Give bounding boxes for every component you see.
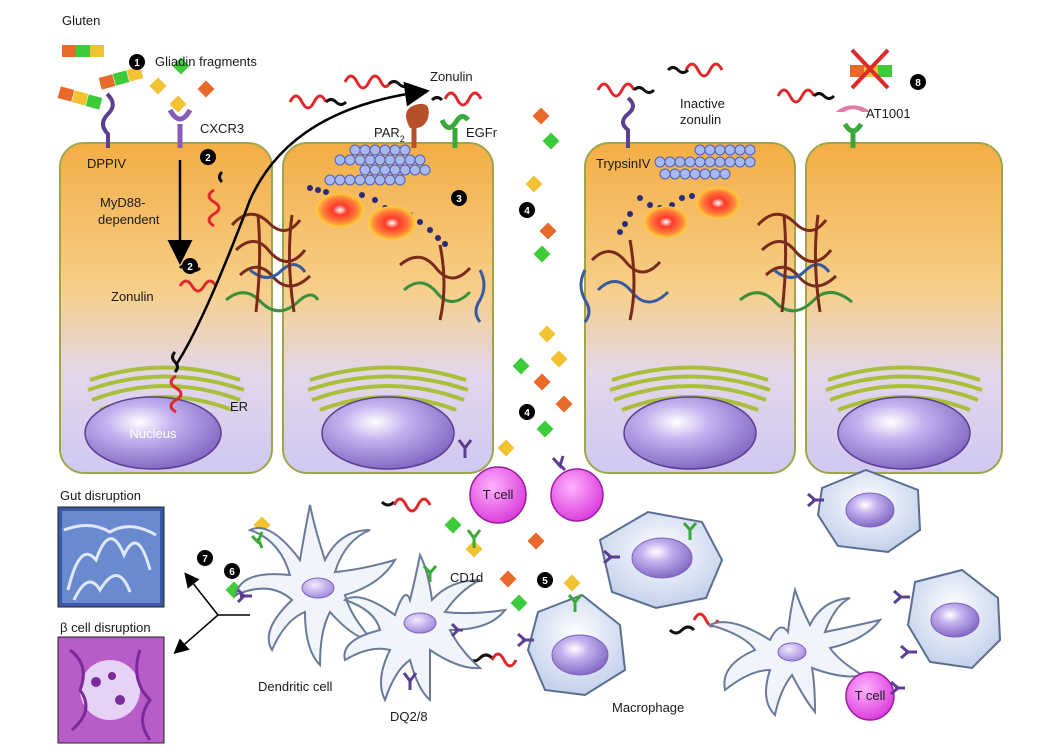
nuclei	[84, 396, 971, 470]
egfr-receptor	[439, 114, 470, 148]
t-cell-side	[550, 468, 604, 522]
step-7: 7	[202, 554, 208, 565]
par2-label: PAR2	[374, 125, 405, 144]
step-badge-6	[224, 563, 240, 579]
activation-hotspots	[316, 187, 740, 240]
cd1d-label: CD1d	[450, 570, 483, 585]
gluten-label: Gluten	[62, 13, 100, 28]
step-2a: 2	[205, 153, 211, 164]
dendritic-nucleus-right	[777, 642, 807, 662]
step-badge-5	[537, 572, 553, 588]
tight-junction-right	[739, 212, 853, 313]
step-6: 6	[229, 567, 235, 578]
inactive-zonulin-line1: Inactive	[680, 96, 725, 111]
macrophage-4	[906, 568, 1002, 670]
dendritic-cell-left	[234, 504, 398, 668]
macrophage-label: Macrophage	[612, 700, 684, 715]
dendritic-cell-label: Dendritic cell	[258, 679, 333, 694]
macrophages	[526, 468, 1002, 697]
par2-receptor	[406, 103, 429, 148]
step-badges: 1 2 2 3 4 4 5 6 7 8	[129, 54, 926, 588]
nucleus-2	[321, 396, 455, 470]
t-cell-top-label: T cell	[483, 487, 514, 502]
step-badge-4b	[519, 404, 535, 420]
dendritic-cell-middle	[342, 552, 508, 703]
cell-3	[584, 142, 796, 474]
gluten-chains	[57, 45, 144, 110]
step-2b: 2	[187, 262, 193, 273]
gliadin-fragments	[149, 57, 581, 612]
step-badge-4a	[519, 202, 535, 218]
text-labels: Gluten Gliadin fragments CXCR3 DPPIV MyD…	[60, 13, 911, 724]
step-badge-7	[197, 550, 213, 566]
cxcr3-label: CXCR3	[200, 121, 244, 136]
trypsin-label: TrypsinIV	[596, 156, 651, 171]
zonulin-release-arrow	[174, 81, 430, 366]
step-4b: 4	[524, 408, 530, 419]
disruption-arrow-up	[184, 572, 219, 616]
step-8: 8	[915, 78, 921, 89]
arrows	[167, 81, 430, 654]
step-badge-8	[910, 74, 926, 90]
step-badge-2b	[182, 258, 198, 274]
step-4a: 4	[524, 206, 530, 217]
dq28-label: DQ2/8	[390, 709, 428, 724]
step-badge-3	[451, 190, 467, 206]
dendritic-cell-right	[707, 586, 883, 718]
er-label: ER	[230, 399, 248, 414]
nucleus-1	[84, 396, 222, 470]
egfr-label: EGFr	[466, 125, 498, 140]
macrophage-3	[816, 468, 922, 554]
gut-disruption-image	[57, 506, 165, 608]
step-3: 3	[456, 194, 462, 205]
dppiv-receptor	[101, 92, 115, 148]
step-5: 5	[542, 576, 548, 587]
dendritic-nucleus-left	[301, 577, 335, 599]
macrophage-1	[526, 593, 627, 697]
t-cell-top	[469, 466, 527, 524]
tight-junction-mid-right	[579, 239, 670, 323]
actin-cluster-right	[654, 144, 756, 180]
beta-cell-disruption-label: β cell disruption	[60, 620, 151, 635]
mhc-receptors	[236, 439, 917, 696]
step-badge-1	[129, 54, 145, 70]
endoplasmic-reticulum-group	[87, 365, 983, 412]
actin-cluster-left	[324, 144, 431, 186]
blocked-gluten	[850, 48, 892, 90]
cxcr3-receptor	[167, 108, 193, 148]
zonulin-top-label: Zonulin	[430, 69, 473, 84]
tight-junctions	[225, 212, 853, 323]
zonulin-left-label: Zonulin	[111, 289, 154, 304]
gliadin-fragments-label: Gliadin fragments	[155, 54, 257, 69]
dendritic-nucleus-middle	[403, 612, 437, 634]
nucleus-3	[623, 396, 757, 470]
gut-disruption-label: Gut disruption	[60, 488, 141, 503]
macrophage-2	[598, 510, 724, 610]
nucleus-4	[837, 396, 971, 470]
inactive-zonulin-line2: zonulin	[680, 112, 721, 127]
t-cell-bottom	[845, 671, 895, 721]
t-cell-bottom-label: T cell	[855, 688, 886, 703]
step-1: 1	[134, 58, 140, 69]
at1001-receptor	[836, 105, 870, 148]
tight-junction-mid-left	[399, 244, 486, 323]
myd88-label: MyD88-	[100, 195, 146, 210]
trypsin-receptor	[621, 96, 635, 148]
step-badge-2a	[200, 149, 216, 165]
dependent-label: dependent	[98, 212, 160, 227]
beta-cell-disruption-image	[57, 636, 165, 744]
disruption-arrow-down	[173, 614, 219, 654]
dppiv-label: DPPIV	[87, 156, 126, 171]
nucleus-label: Nucleus	[130, 426, 177, 441]
at1001-label: AT1001	[866, 106, 911, 121]
